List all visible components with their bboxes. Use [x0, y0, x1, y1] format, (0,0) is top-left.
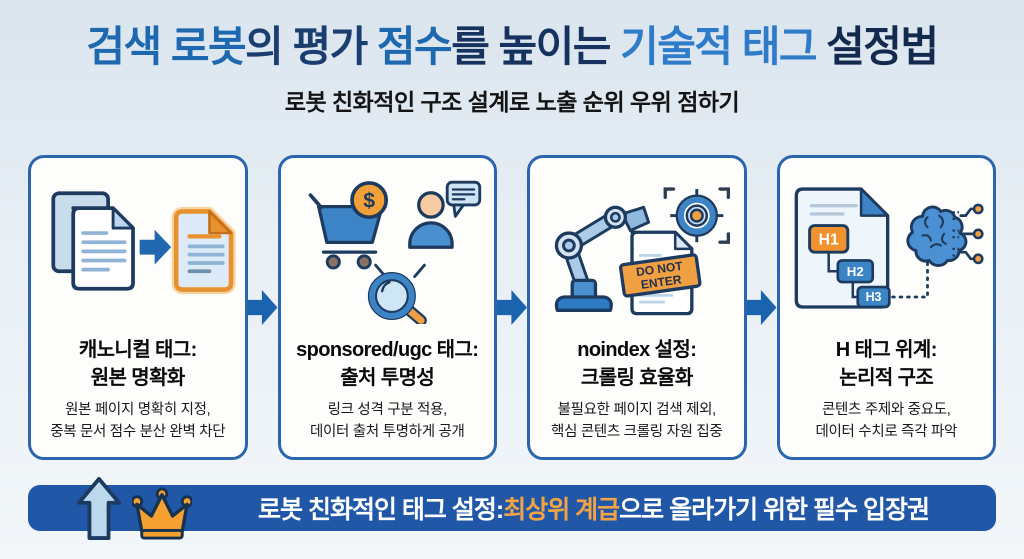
svg-text:H3: H3 — [866, 290, 882, 304]
user-body-icon — [408, 220, 454, 249]
page-subtitle: 로봇 친화적인 구조 설계로 노출 순위 우위 점하기 — [284, 89, 740, 116]
card-icon-wrap — [40, 172, 236, 328]
text-segment: 기술적 태그 — [620, 23, 817, 70]
card-description: 링크 성격 구분 적용, 데이터 출처 투명하게 공개 — [309, 402, 465, 440]
robot-arm-icon — [554, 205, 650, 312]
card-h-tag-hierarchy: H1 H2 H3 — [776, 155, 996, 460]
card-icon-wrap: DO NOT ENTER — [539, 172, 735, 328]
target-icon — [663, 186, 730, 244]
card-description: 원본 페이지 명확히 지정, 중복 문서 점수 분산 완벽 차단 — [50, 402, 226, 440]
card-description: 불필요한 페이지 검색 제외, 핵심 콘텐츠 크롤링 자원 집중 — [551, 402, 723, 440]
flow-arrow-cell — [497, 155, 527, 460]
text-segment: 로봇 친화적인 태그 설정: — [258, 496, 504, 524]
h2-tag — [836, 258, 875, 283]
cart-wheel-icon — [356, 253, 372, 269]
h3-tag — [856, 285, 891, 308]
card-canonical-tag: 캐노니컬 태그: 원본 명확화 원본 페이지 명확히 지정, 중복 문서 점수 … — [28, 155, 248, 460]
document-text-lines — [81, 230, 127, 271]
flow-arrow-icon — [497, 290, 527, 325]
flow-arrow-cell — [247, 155, 278, 460]
up-arrow-icon — [77, 477, 121, 540]
flow-arrow-icon — [746, 290, 777, 325]
card-icon-wrap: $ — [291, 172, 483, 328]
svg-text:$: $ — [363, 189, 375, 212]
card-sponsored-ugc-tag: $ — [277, 155, 497, 460]
text-segment: 검색 로봇 — [86, 23, 246, 70]
svg-text:H2: H2 — [847, 264, 864, 279]
text-segment: 최상위 계급 — [503, 496, 620, 524]
text-segment: 으로 올라가기 위한 필수 입장권 — [619, 496, 930, 524]
card-title: H 태그 위계: 논리적 구조 — [835, 339, 938, 389]
robot-arm-do-not-enter-icon: DO NOT ENTER — [554, 186, 730, 315]
text-segment: 의 평가 — [245, 23, 377, 70]
svg-text:H1: H1 — [819, 231, 839, 248]
brain-icon — [906, 205, 968, 267]
flow-arrow-icon — [247, 290, 278, 325]
canonical-text-lines — [187, 233, 225, 273]
magnifier-handle-icon — [406, 306, 425, 324]
text-segment: 점수 — [376, 23, 453, 70]
card-icon-wrap: H1 H2 H3 — [788, 172, 984, 328]
card-noindex-setting: DO NOT ENTER noindex 설정: 크롤링 효율화 불필요한 페이… — [527, 155, 747, 460]
do-not-enter-sign: DO NOT ENTER — [618, 252, 702, 298]
svg-text:DO NOT: DO NOT — [635, 258, 684, 278]
duplicate-to-canonical-document-icon — [51, 190, 236, 294]
crown-icon — [132, 487, 192, 540]
user-head-icon — [417, 190, 446, 219]
h-tag-hierarchy-brain-icon: H1 H2 H3 — [794, 186, 984, 309]
text-segment: 를 높이는 — [451, 23, 621, 70]
cards-row: 캐노니컬 태그: 원본 명확화 원본 페이지 명확히 지정, 중복 문서 점수 … — [28, 155, 996, 460]
dollar-coin-icon — [350, 180, 389, 219]
card-title: sponsored/ugc 태그: 출처 투명성 — [296, 339, 479, 389]
card-title: noindex 설정: 크롤링 효율화 — [577, 339, 697, 389]
text-segment: 설정법 — [815, 23, 939, 70]
h1-tag — [808, 223, 850, 254]
cart-wheel-icon — [326, 253, 342, 269]
card-title: 캐노니컬 태그: 원본 명확화 — [78, 339, 197, 389]
header: 검색 로봇의 평가 점수를 높이는 기술적 태그 설정법 로봇 친화적인 구조 … — [0, 0, 1024, 117]
svg-text:ENTER: ENTER — [640, 272, 683, 292]
cart-user-magnifier-icon: $ — [308, 180, 482, 324]
flow-arrow-cell — [746, 155, 777, 460]
right-arrow-icon — [139, 229, 171, 265]
page-title: 검색 로봇의 평가 점수를 높이는 기술적 태그 설정법 — [0, 23, 1024, 70]
card-description: 콘텐츠 주제와 중요도, 데이터 수치로 즉각 파악 — [815, 402, 958, 440]
circuit-icon — [952, 203, 984, 264]
